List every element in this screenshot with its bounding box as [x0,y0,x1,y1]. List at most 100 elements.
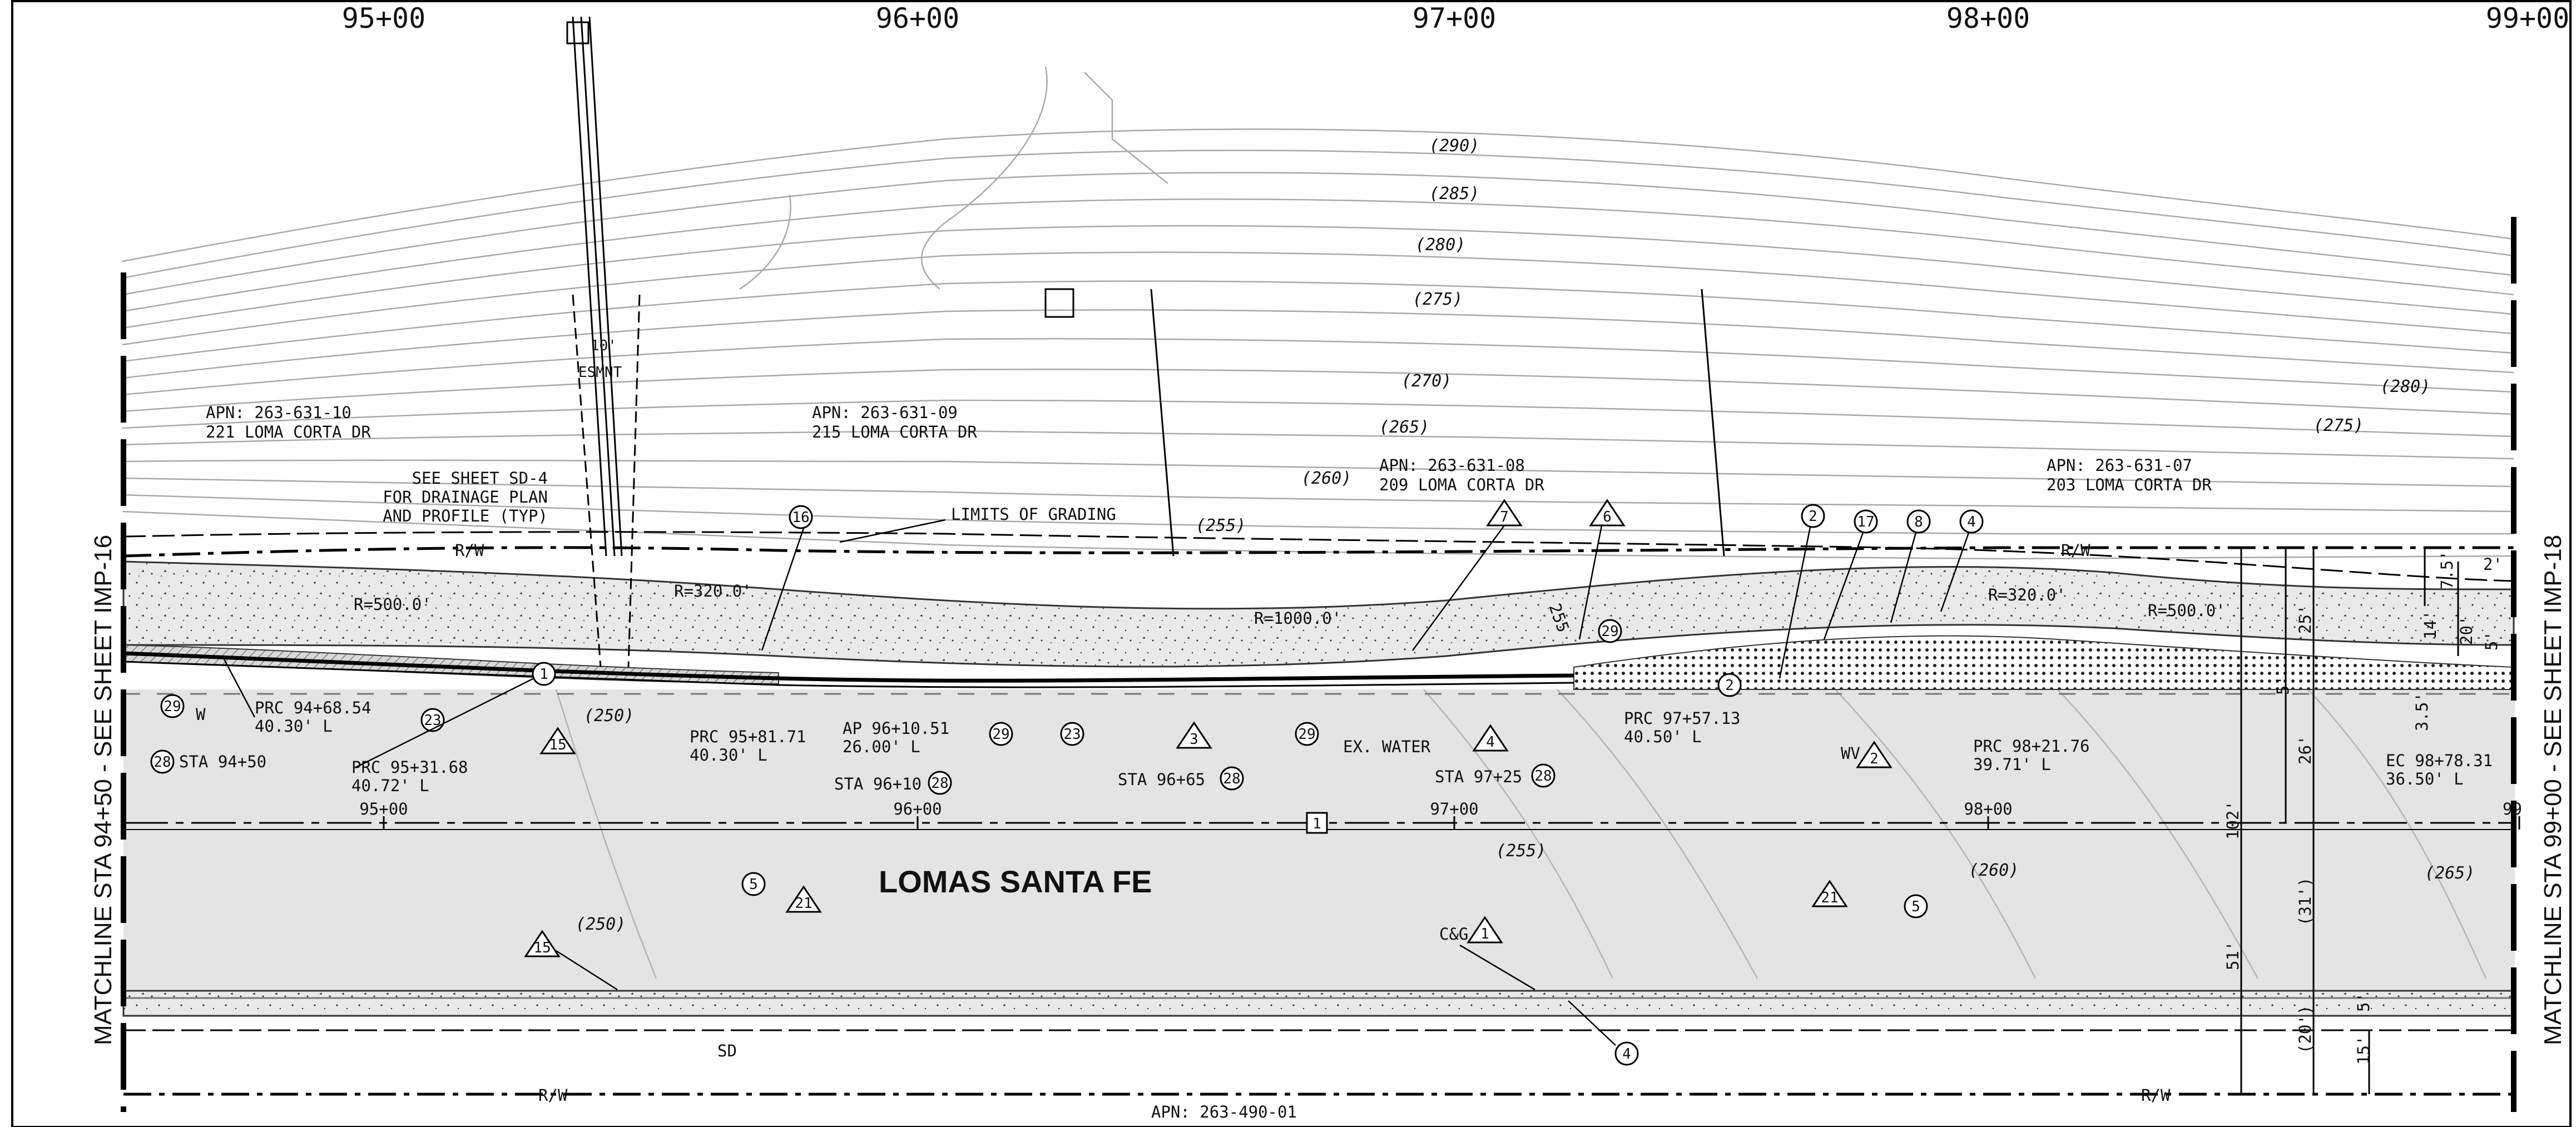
svg-text:2: 2 [1870,751,1879,767]
keynote-circle-23-b: 23 [1060,722,1084,746]
see-sheet-line1: SEE SHEET SD-4 [412,469,548,488]
contour-275: (275) [1413,290,1463,309]
centerline-station-labels: 95+00 96+00 97+00 98+00 99 [359,800,2522,818]
dim-25ft: 25' [2296,605,2315,634]
drainage-pipe [566,16,1725,668]
parcel-2-apn: APN: 263-631-09 [812,403,958,422]
rw-lines [123,546,2514,1096]
svg-text:7: 7 [1500,509,1509,525]
parcel-3-apn: APN: 263-631-08 [1379,456,1525,475]
dim-20ft: (20') [2296,1005,2315,1054]
street-pavement [123,689,2515,990]
matchline-left: MATCHLINE STA 94+50 - SEE SHEET IMP-16 [90,535,117,1045]
radius-1: R=500.0' [354,595,432,614]
svg-text:28: 28 [1534,768,1552,785]
dimension-labels: 2' 7.5' 25' 14' 5' 5' 3.5' 26' 102' (31'… [1545,550,2502,1065]
svg-text:4: 4 [1486,734,1495,751]
curve-label-2a: PRC 95+31.68 [351,758,468,777]
parcel-4-apn: APN: 263-631-07 [2047,456,2192,475]
dim-3-5ft: 3.5' [2412,692,2431,731]
see-sheet-line3: AND PROFILE (TYP) [383,507,548,525]
curve-label-7a: EC 98+78.31 [2386,751,2493,770]
existing-contours [122,66,2514,560]
svg-text:4: 4 [1967,514,1976,530]
curve-label-2b: 40.72' L [351,776,429,795]
svg-text:2: 2 [1809,508,1817,525]
sta-callout-96-10: STA 96+10 [834,774,922,793]
curve-label-3a: PRC 95+81.71 [690,727,806,746]
contour-labels: (290) (285) (280) (275) (270) (265) (260… [576,136,2475,934]
sta-callout-94-50: STA 94+50 [179,752,266,771]
keynote-triangle-2: 2 [1856,741,1893,768]
centerline-ticks [383,816,2520,830]
svg-text:5: 5 [1911,898,1920,915]
ex-water-label: EX. WATER [1343,737,1431,756]
top-station-labels: 95+00 96+00 97+00 98+00 99+00 [342,2,2570,34]
keynote-triangle-21-a: 21 [785,885,822,913]
wv-label: WV [1841,744,1860,763]
svg-text:28: 28 [153,754,171,771]
curve-label-4b: 26.00' L [843,737,920,756]
parcel-3-address: 209 LOMA CORTA DR [1379,475,1544,494]
sta-callout-97-25: STA 97+25 [1435,767,1522,786]
cl-station-96: 96+00 [893,800,942,818]
curve-label-7b: 36.50' L [2386,769,2464,788]
svg-text:16: 16 [792,509,809,526]
keynote-circle-29-b: 29 [989,722,1013,746]
station-callouts: STA 94+50 STA 96+10 STA 96+65 STA 97+25 [179,752,1522,793]
radius-5: R=500.0' [2148,601,2226,620]
contour-275-right: (275) [2314,416,2364,435]
keynote-circle-28-b: 28 [928,771,952,795]
keynote-circle-4-b: 4 [1614,1041,1639,1066]
dim-31ft: (31') [2296,877,2315,926]
svg-text:28: 28 [931,775,948,792]
contour-250-lower: (250) [576,915,626,934]
contour-250-upper: (250) [584,706,634,726]
top-station-96: 96+00 [876,2,960,34]
keynote-circle-8: 8 [1906,509,1931,534]
dim-51ft: 51' [2223,941,2242,970]
svg-text:29: 29 [992,726,1009,743]
matchline-bars [121,217,2516,1112]
limits-of-grading-note: LIMITS OF GRADING [951,505,1116,524]
contour-260: (260) [1301,469,1351,488]
keynote-circle-5-a: 5 [741,872,766,896]
svg-text:28: 28 [1223,771,1240,787]
svg-text:5: 5 [749,876,758,893]
svg-text:8: 8 [1914,514,1923,530]
street-name: LOMAS SANTA FE [879,864,1152,899]
water-label: W [196,705,206,724]
svg-text:15: 15 [549,737,566,753]
keynote-circle-2-b: 2 [1717,673,1742,697]
keynote-triangle-6: 6 [1589,499,1626,527]
dotted-pavement [1573,635,2514,690]
radius-4: R=320.0' [1988,585,2066,604]
keynote-circle-23-a: 23 [420,708,445,732]
svg-text:15: 15 [533,940,551,956]
svg-text:29: 29 [1601,623,1618,640]
keynote-circle-5-b: 5 [1904,894,1928,919]
svg-text:23: 23 [1063,726,1081,743]
keynote-triangle-21-b: 21 [1811,880,1848,907]
top-station-98: 98+00 [1946,2,2030,34]
keynote-triangle-15-b: 15 [524,930,561,957]
dim-15ft: 15' [2354,1036,2373,1065]
keynote-circle-28-a: 28 [150,749,175,774]
contour-280-right: (280) [2380,377,2430,396]
contour-285: (285) [1429,184,1479,203]
svg-text:21: 21 [795,895,812,912]
sta-callout-96-65: STA 96+65 [1118,770,1205,789]
contour-290: (290) [1429,136,1479,156]
parcel-bottom-apn: APN: 263-490-01 [1151,1103,1297,1121]
keynote-circle-16: 16 [789,505,813,529]
keynote-triangle-1: 1 [1467,916,1503,944]
curve-label-3b: 40.30' L [690,746,767,764]
curve-label-5a: PRC 97+57.13 [1624,709,1741,728]
dim-20ft-b: 20' [2457,616,2476,645]
keynote-triangle-15-a: 15 [539,727,576,754]
dim-102ft: 102' [2223,801,2242,840]
matchline-right: MATCHLINE STA 99+00 - SEE SHEET IMP-18 [2539,535,2567,1045]
curve-label-6b: 39.71' L [1973,755,2051,774]
svg-text:29: 29 [164,698,181,715]
keynote-circle-29-c: 29 [1295,722,1319,746]
